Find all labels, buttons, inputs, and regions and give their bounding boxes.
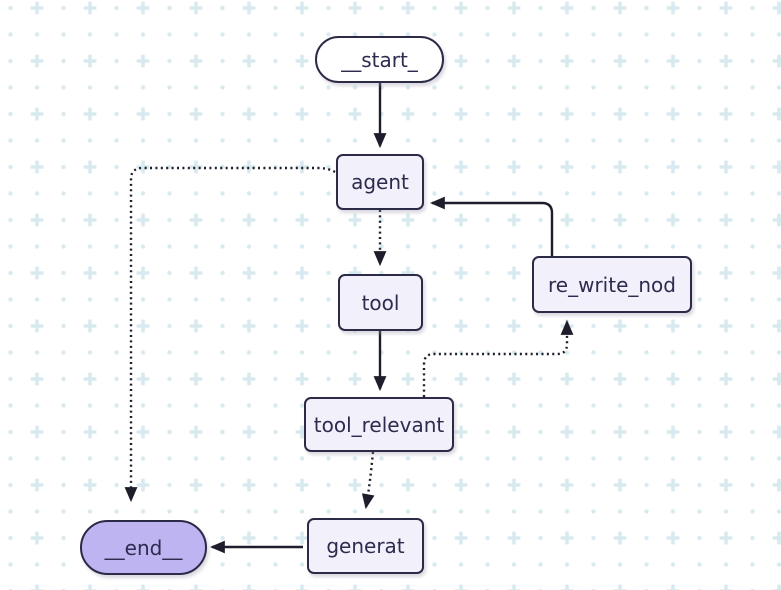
- node-tool-relevant[interactable]: tool_relevant: [304, 397, 454, 452]
- node-tool-label: tool: [361, 290, 400, 315]
- node-agent-label: agent: [351, 170, 409, 194]
- edge-tool-relevant-re-write-node: [422, 319, 574, 397]
- edge-agent-end: [124, 166, 336, 503]
- node-agent[interactable]: agent: [336, 154, 424, 210]
- node-generate[interactable]: generat: [307, 518, 424, 574]
- node-re-write-node[interactable]: re_write_nod: [532, 256, 692, 313]
- node-end-label: __end__: [104, 535, 183, 560]
- node-start[interactable]: __start_: [315, 36, 444, 83]
- node-re-write-node-label: re_write_nod: [548, 272, 676, 297]
- node-end[interactable]: __end__: [80, 520, 207, 575]
- node-generate-label: generat: [326, 534, 405, 558]
- node-tool[interactable]: tool: [338, 274, 423, 331]
- node-start-label: __start_: [341, 47, 418, 72]
- node-tool-relevant-label: tool_relevant: [313, 412, 445, 437]
- edge-tool-relevant-generate: [361, 451, 375, 510]
- edge-re-write-node-agent: [429, 196, 554, 256]
